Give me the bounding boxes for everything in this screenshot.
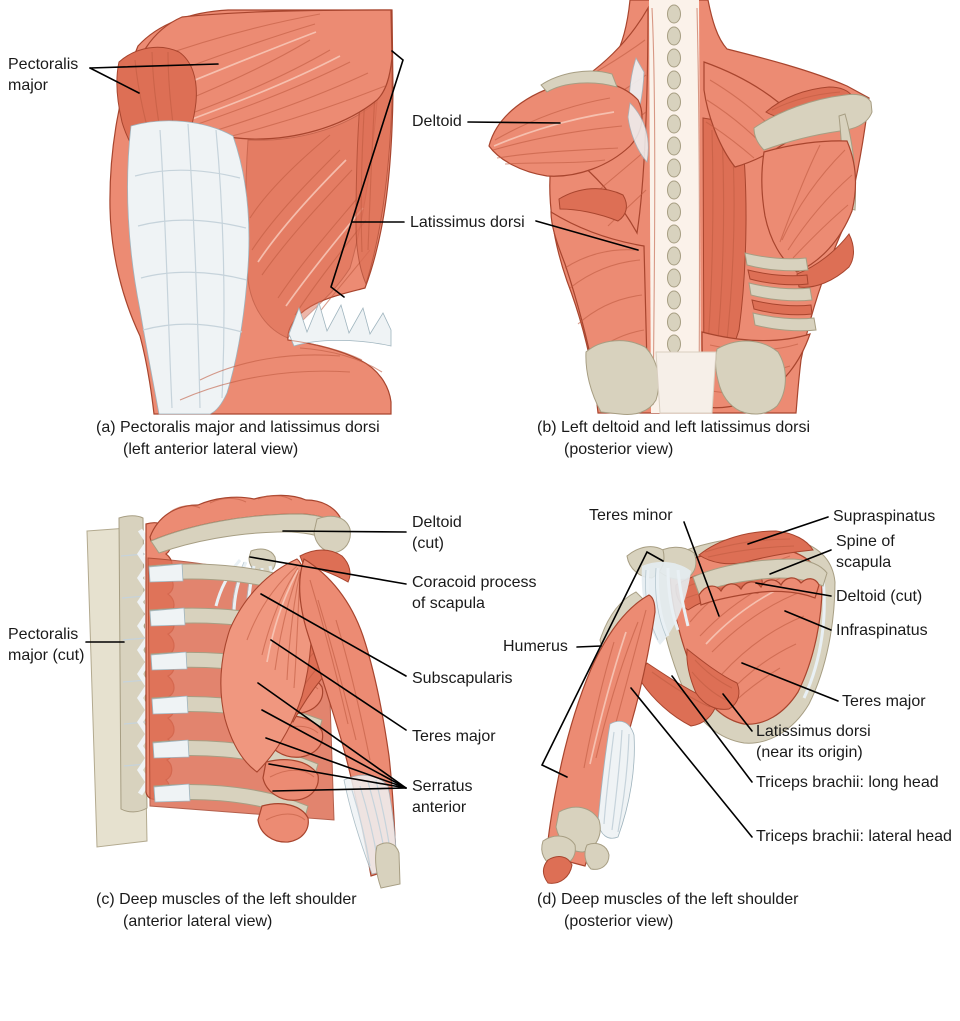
leader-infraspinatus [784,610,832,631]
leader-triceps-long [671,675,753,783]
leader-supraspinatus [747,516,829,545]
leader-serratus-1 [257,682,407,789]
illustration-shoulder-anterior [86,494,401,889]
leader-spine-of-scapula [769,549,832,575]
leader-deltoid-b [467,121,561,124]
illustration-torso-anterior [109,9,394,415]
caption-panel-d: (d) Deep muscles of the left shoulder (p… [537,891,799,930]
leader-serratus-3 [265,737,407,789]
label-latissimus-dorsi-origin: Latissimus dorsi (near its origin) [756,723,871,761]
label-pectoralis-major-cut: Pectoralis major (cut) [8,626,85,664]
leader-teres-major-c [270,639,407,731]
label-spine-of-scapula: Spine of scapula [836,533,895,571]
bracket-humerus [540,550,664,778]
label-pectoralis-major: Pectoralis major [8,56,79,94]
leader-pectoralis-major-lower [89,67,140,94]
label-deltoid-cut-c: Deltoid (cut) [412,514,462,552]
leader-serratus-5 [272,787,407,792]
label-humerus: Humerus [503,638,568,655]
leader-subscapularis [260,593,407,677]
leader-lines [85,50,839,838]
caption-panel-b: (b) Left deltoid and left latissimus dor… [537,419,811,458]
leader-serratus-2 [261,709,407,789]
bracket-latissimus-dorsi-a [330,50,404,298]
label-deltoid-cut-d: Deltoid (cut) [836,588,923,605]
caption-panel-c: (c) Deep muscles of the left shoulder (a… [96,891,357,930]
illustration-back-posterior [488,0,873,415]
label-infraspinatus: Infraspinatus [836,622,928,639]
leader-deltoid-cut-c [282,530,407,533]
leader-deltoid-cut-d [755,582,832,597]
label-teres-major-d: Teres major [842,693,926,710]
label-coracoid-process: Coracoid process of scapula [412,574,537,612]
leader-latissimus-origin [722,693,753,732]
leader-latissimus-dorsi-b [535,220,639,251]
label-teres-major-c: Teres major [412,728,496,745]
label-supraspinatus: Supraspinatus [833,508,936,525]
caption-panel-a: (a) Pectoralis major and latissimus dors… [96,419,380,458]
label-triceps-lateral-head: Triceps brachii: lateral head [756,828,952,845]
label-serratus-anterior: Serratus anterior [412,778,473,816]
label-teres-minor: Teres minor [589,507,673,524]
label-deltoid-b: Deltoid [412,113,462,130]
leader-teres-major-d [741,662,839,702]
leader-serratus-4 [268,763,407,789]
leader-teres-minor [683,521,720,617]
label-subscapularis: Subscapularis [412,670,513,687]
leader-humerus-tick [576,645,602,648]
label-latissimus-dorsi-b: Latissimus dorsi [410,214,525,231]
label-triceps-long-head: Triceps brachii: long head [756,774,939,791]
leader-triceps-lateral [630,687,753,838]
leader-pectoralis-major-upper [89,63,219,69]
leader-coracoid-process [249,556,407,585]
